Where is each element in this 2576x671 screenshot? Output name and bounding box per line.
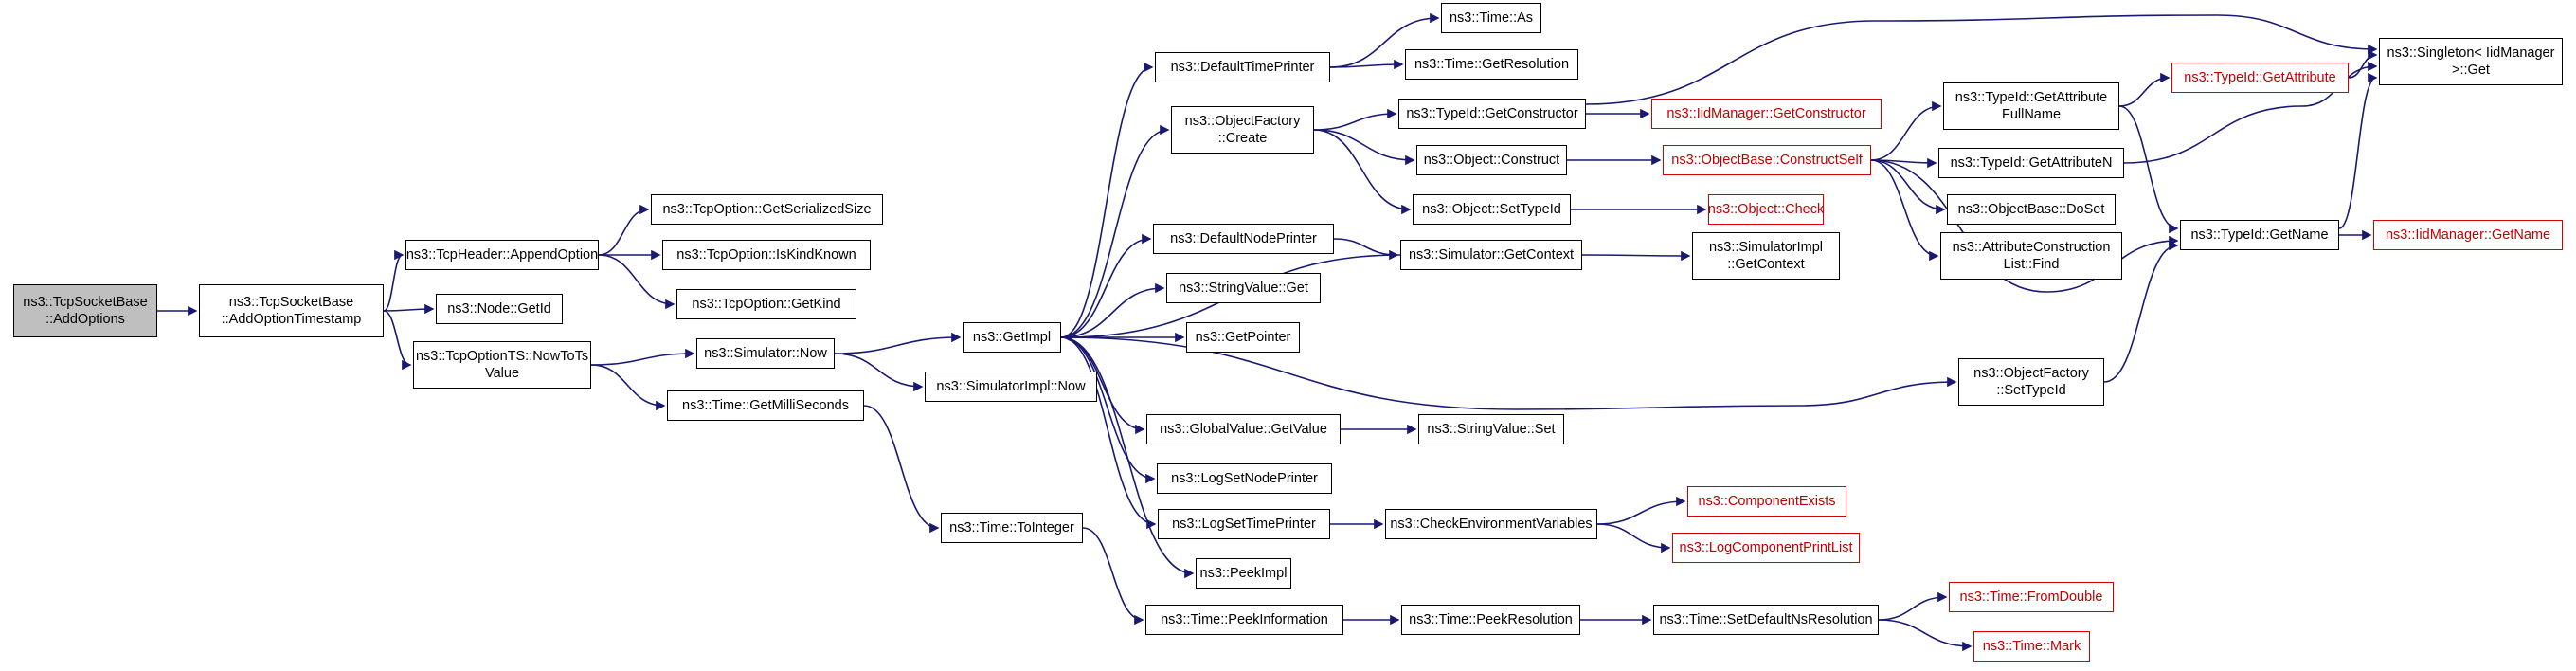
edge-typeIdGetName-singletonGet (2338, 72, 2378, 229)
node-iidGetConstructor[interactable]: ns3::IidManager::GetConstructor (1651, 99, 1882, 129)
node-getAttrFullName[interactable]: ns3::TypeId::GetAttribute FullName (1943, 82, 2119, 130)
node-iidGetName[interactable]: ns3::IidManager::GetName (2373, 220, 2563, 250)
node-simulatorGetContext[interactable]: ns3::Simulator::GetContext (1400, 240, 1582, 270)
edge-appendOption-getSerializedSize (598, 204, 650, 256)
edge-constructSelf-typeIdGetName (1870, 159, 2179, 293)
edge-getAttrFullName-typeIdGetName (2118, 105, 2179, 234)
node-setDefaultNsResolution[interactable]: ns3::Time::SetDefaultNsResolution (1653, 605, 1879, 635)
node-logSetNodePrinter[interactable]: ns3::LogSetNodePrinter (1157, 463, 1332, 494)
edge-constructSelf-attrListFind (1870, 159, 1939, 262)
node-attrListFind[interactable]: ns3::AttributeConstruction List::Find (1940, 232, 2122, 280)
node-peekInformation[interactable]: ns3::Time::PeekInformation (1145, 605, 1343, 635)
edge-getImpl-stringValueGet (1060, 282, 1165, 338)
node-getAttributeN[interactable]: ns3::TypeId::GetAttributeN (1938, 148, 2124, 178)
edge-addOptionTimestamp-nowToTsValue (383, 310, 412, 371)
edge-defaultNodePrinter-simulatorGetContext (1333, 238, 1399, 261)
node-addOptions: ns3::TcpSocketBase ::AddOptions (13, 284, 157, 337)
edge-constructSelf-getAttrFullName (1870, 100, 1942, 161)
node-nowToTsValue[interactable]: ns3::TcpOptionTS::NowToTs Value (413, 341, 591, 389)
edge-defaultTimePrinter-timeAs (1329, 12, 1440, 68)
node-typeIdGetName[interactable]: ns3::TypeId::GetName (2180, 220, 2339, 250)
edge-toInteger-peekInformation (1082, 527, 1144, 626)
node-globalValueGetValue[interactable]: ns3::GlobalValue::GetValue (1146, 414, 1341, 444)
node-objectCheck[interactable]: ns3::Object::Check (1708, 194, 1824, 225)
edge-simulatorNow-getImpl (834, 332, 962, 354)
node-stringValueSet[interactable]: ns3::StringValue::Set (1418, 414, 1564, 444)
node-defaultNodePrinter[interactable]: ns3::DefaultNodePrinter (1153, 224, 1334, 254)
edge-addOptionTimestamp-nodeGetId (383, 303, 435, 315)
node-nodeGetId[interactable]: ns3::Node::GetId (436, 294, 563, 324)
node-peekResolution[interactable]: ns3::Time::PeekResolution (1401, 605, 1580, 635)
edge-getImpl-defaultTimePrinter (1060, 62, 1154, 338)
node-doSet[interactable]: ns3::ObjectBase::DoSet (1947, 194, 2116, 225)
node-appendOption[interactable]: ns3::TcpHeader::AppendOption (405, 240, 599, 270)
node-constructSelf[interactable]: ns3::ObjectBase::ConstructSelf (1663, 145, 1871, 175)
edge-typeIdGetAttribute-singletonGet (2348, 49, 2378, 79)
node-getImpl[interactable]: ns3::GetImpl (963, 322, 1061, 353)
node-factorySetTypeId[interactable]: ns3::ObjectFactory ::SetTypeId (1958, 358, 2104, 406)
edge-getImpl-objectFactoryCreate (1060, 124, 1170, 338)
node-getMilliSeconds[interactable]: ns3::Time::GetMilliSeconds (667, 390, 864, 421)
edge-addOptionTimestamp-appendOption (383, 249, 405, 312)
edge-setDefaultNsResolution-fromDouble (1878, 591, 1948, 621)
node-isKindKnown[interactable]: ns3::TcpOption::IsKindKnown (662, 240, 871, 270)
node-defaultTimePrinter[interactable]: ns3::DefaultTimePrinter (1155, 52, 1330, 82)
edge-simulatorGetContext-simImplGetContext (1581, 250, 1691, 262)
node-getSerializedSize[interactable]: ns3::TcpOption::GetSerializedSize (651, 194, 883, 225)
edge-getImpl-defaultNodePrinter (1060, 233, 1152, 338)
edge-defaultTimePrinter-timeGetResolution (1329, 59, 1404, 70)
node-getKind[interactable]: ns3::TcpOption::GetKind (676, 289, 856, 319)
edge-setDefaultNsResolution-timeMark (1878, 619, 1973, 652)
node-simulatorNow[interactable]: ns3::Simulator::Now (696, 338, 835, 369)
edge-appendOption-getKind (598, 254, 676, 310)
node-singletonGet[interactable]: ns3::Singleton< IidManager >::Get (2379, 38, 2563, 85)
node-checkEnvVars[interactable]: ns3::CheckEnvironmentVariables (1385, 509, 1597, 539)
node-addOptionTimestamp[interactable]: ns3::TcpSocketBase ::AddOptionTimestamp (199, 284, 384, 337)
edge-nowToTsValue-getMilliSeconds (590, 364, 666, 411)
edge-getImpl-logSetTimePrinter (1060, 336, 1157, 530)
edge-objectFactoryCreate-objectSetTypeId (1313, 129, 1412, 215)
edge-getImpl-factorySetTypeId (1060, 336, 1957, 410)
node-timeMark[interactable]: ns3::Time::Mark (1973, 631, 2090, 662)
edge-factorySetTypeId-typeIdGetName (2103, 240, 2179, 383)
edge-constructSelf-doSet (1870, 159, 1946, 215)
node-timeAs[interactable]: ns3::Time::As (1441, 3, 1541, 33)
edge-getAttrFullName-typeIdGetAttribute (2118, 72, 2171, 107)
node-simImplGetContext[interactable]: ns3::SimulatorImpl ::GetContext (1692, 232, 1840, 280)
edge-simulatorNow-simulatorImplNow (834, 353, 924, 392)
node-timeGetResolution[interactable]: ns3::Time::GetResolution (1405, 49, 1578, 80)
node-typeIdGetConstructor[interactable]: ns3::TypeId::GetConstructor (1398, 99, 1586, 129)
edge-objectFactoryCreate-objectConstruct (1313, 129, 1415, 166)
node-toInteger[interactable]: ns3::Time::ToInteger (941, 513, 1083, 543)
node-fromDouble[interactable]: ns3::Time::FromDouble (1949, 582, 2114, 612)
edge-getImpl-peekImpl (1060, 336, 1195, 579)
node-objectFactoryCreate[interactable]: ns3::ObjectFactory ::Create (1171, 106, 1314, 154)
node-typeIdGetAttribute[interactable]: ns3::TypeId::GetAttribute (2171, 63, 2349, 93)
edge-objectFactoryCreate-typeIdGetConstructor (1313, 108, 1397, 131)
edge-checkEnvVars-logComponentPrintList (1596, 523, 1671, 553)
node-logSetTimePrinter[interactable]: ns3::LogSetTimePrinter (1158, 509, 1330, 539)
node-objectSetTypeId[interactable]: ns3::Object::SetTypeId (1413, 194, 1571, 225)
node-stringValueGet[interactable]: ns3::StringValue::Get (1166, 273, 1321, 303)
node-logComponentPrintList[interactable]: ns3::LogComponentPrintList (1672, 533, 1860, 563)
edge-getMilliSeconds-toInteger (863, 405, 940, 534)
node-simulatorImplNow[interactable]: ns3::SimulatorImpl::Now (925, 372, 1097, 402)
node-componentExists[interactable]: ns3::ComponentExists (1687, 486, 1846, 517)
node-objectConstruct[interactable]: ns3::Object::Construct (1416, 145, 1567, 175)
edge-checkEnvVars-componentExists (1596, 496, 1686, 525)
edge-nowToTsValue-simulatorNow (590, 348, 695, 366)
edge-getImpl-logSetNodePrinter (1060, 336, 1156, 484)
node-getPointer[interactable]: ns3::GetPointer (1186, 322, 1300, 353)
edge-typeIdGetConstructor-singletonGet (1585, 14, 2378, 105)
node-peekImpl[interactable]: ns3::PeekImpl (1196, 558, 1291, 589)
